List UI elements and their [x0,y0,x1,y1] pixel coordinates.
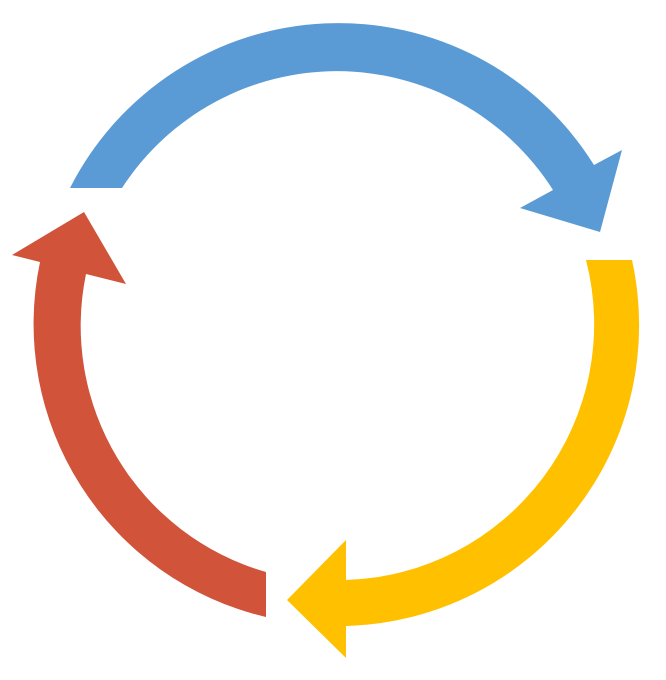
yellow-cycle-arrow [287,260,640,658]
blue-cycle-arrow [70,23,622,233]
red-cycle-arrow [12,212,266,617]
